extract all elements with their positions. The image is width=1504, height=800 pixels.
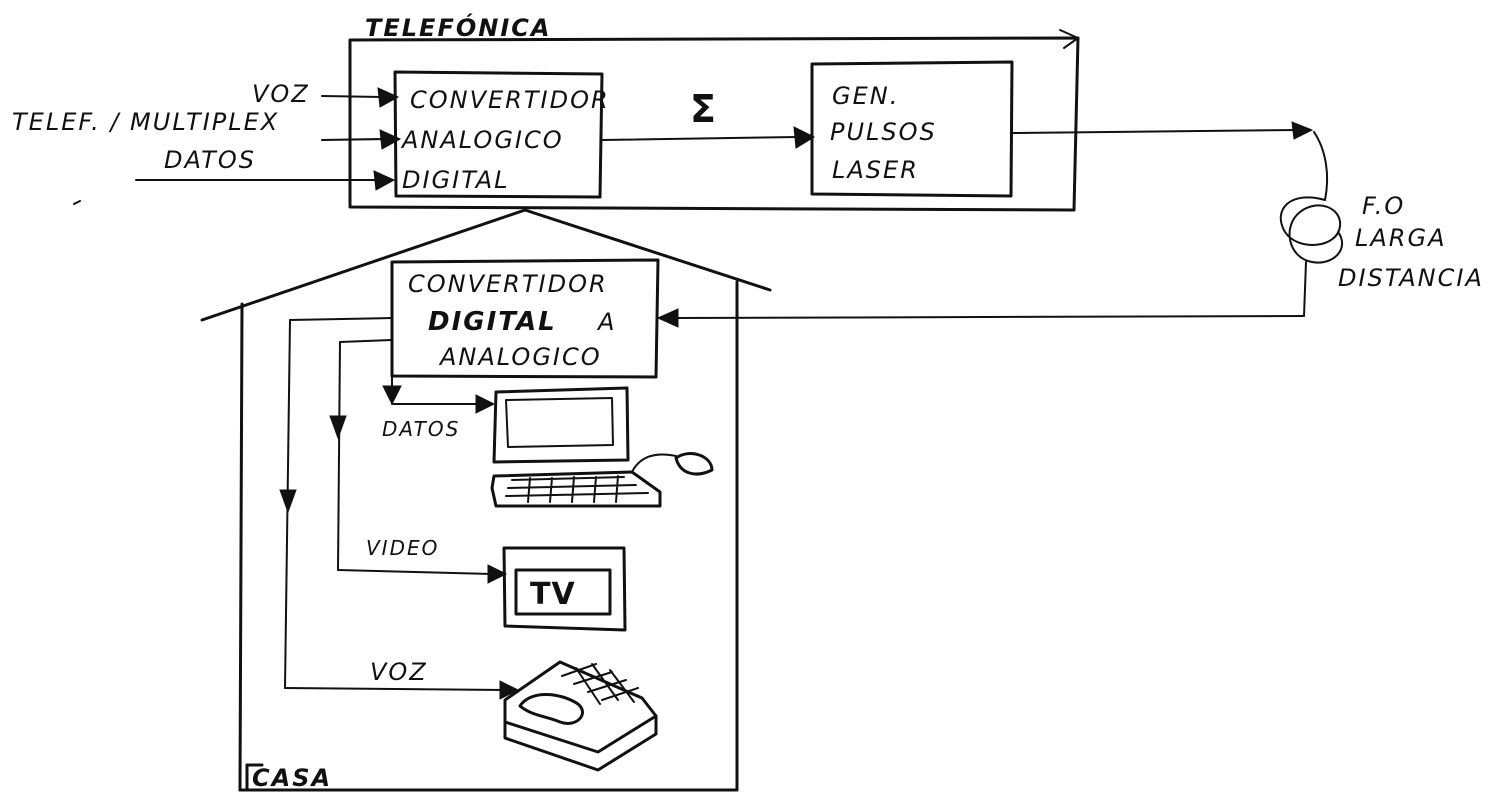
dac-line1: CONVERTIDOR (408, 270, 608, 298)
computer-icon (492, 388, 712, 506)
laser-line3: LASER (832, 156, 919, 184)
video-bus-top (340, 340, 392, 342)
telephone-icon (505, 662, 656, 770)
datos-to-computer-arrowhead (476, 395, 494, 413)
input-voz-arrow-line (322, 96, 384, 97)
dac-line2: DIGITAL (428, 307, 557, 337)
fiber-down-line (1304, 262, 1306, 316)
voz-to-phone-line (285, 688, 505, 690)
output-video-label: VIDEO (366, 536, 439, 560)
mouse-icon (676, 454, 712, 474)
video-bus-arrowhead (330, 416, 346, 438)
adc-line2: ANALOGICO (400, 126, 564, 154)
telephone-keypad (562, 664, 638, 704)
laser-generator: GEN. PULSOS LASER (812, 62, 1012, 196)
input-lines: VOZ TELEF. / MULTIPLEX DATOS (12, 80, 400, 190)
voz-bus-top (290, 318, 392, 320)
input-telef-multiplex-label: TELEF. / MULTIPLEX (12, 108, 279, 136)
fiber-line2: LARGA (1355, 224, 1446, 252)
fiber-lead-in (1314, 132, 1327, 200)
adc-to-laser: Σ (602, 87, 814, 148)
telephone-handset (520, 695, 583, 724)
adc-line1: CONVERTIDOR (410, 86, 610, 114)
datos-bus-arrowhead (383, 386, 401, 404)
dac-line3: ANALOGICO (438, 343, 602, 371)
dac-converter: CONVERTIDOR DIGITAL A ANALOGICO (392, 260, 658, 377)
fiber-to-dac-arrowhead (658, 309, 678, 327)
casa-label: CASA (252, 764, 332, 792)
video-to-tv-line (338, 570, 492, 574)
input-datos-label: DATOS (164, 146, 256, 174)
computer-screen (506, 398, 613, 447)
laser-line1: GEN. (832, 82, 899, 110)
laser-line2: PULSOS (830, 118, 937, 146)
mouse-cable (632, 455, 676, 472)
computer-keyboard (492, 472, 660, 506)
output-voz-label: VOZ (370, 658, 428, 686)
house-left-wall (240, 304, 242, 790)
adc-to-laser-line (602, 137, 798, 140)
fiber-to-dac-line (674, 316, 1304, 318)
laser-to-fiber-arrowhead (1292, 122, 1312, 139)
video-bus-vertical (338, 342, 340, 570)
telefonica-title: TELEFÓNICA (365, 12, 551, 42)
tv-icon: TV (504, 548, 625, 630)
input-datos-arrowhead (374, 171, 394, 190)
fiber-link: F.O LARGA DISTANCIA (658, 122, 1484, 327)
sigma-symbol: Σ (690, 87, 718, 131)
output-datos-label: DATOS (382, 417, 460, 441)
input-voz-label: VOZ (252, 80, 310, 108)
stray-mark (74, 201, 80, 204)
adc-converter: CONVERTIDOR ANALOGICO DIGITAL (395, 72, 610, 197)
input-multiplex-arrow-line (322, 139, 386, 140)
house-roof (202, 210, 770, 320)
keyboard-keys (506, 476, 648, 502)
laser-to-fiber-line (1012, 130, 1298, 133)
telephone-base (505, 716, 656, 770)
voz-bus-arrowhead (280, 490, 296, 512)
dac-line2-suffix: A (596, 308, 616, 336)
adc-line3: DIGITAL (402, 166, 509, 194)
fiber-coil-icon (1281, 197, 1342, 262)
fiber-line1: F.O (1362, 192, 1405, 220)
fiber-line3: DISTANCIA (1338, 264, 1484, 292)
tv-label: TV (530, 577, 576, 612)
